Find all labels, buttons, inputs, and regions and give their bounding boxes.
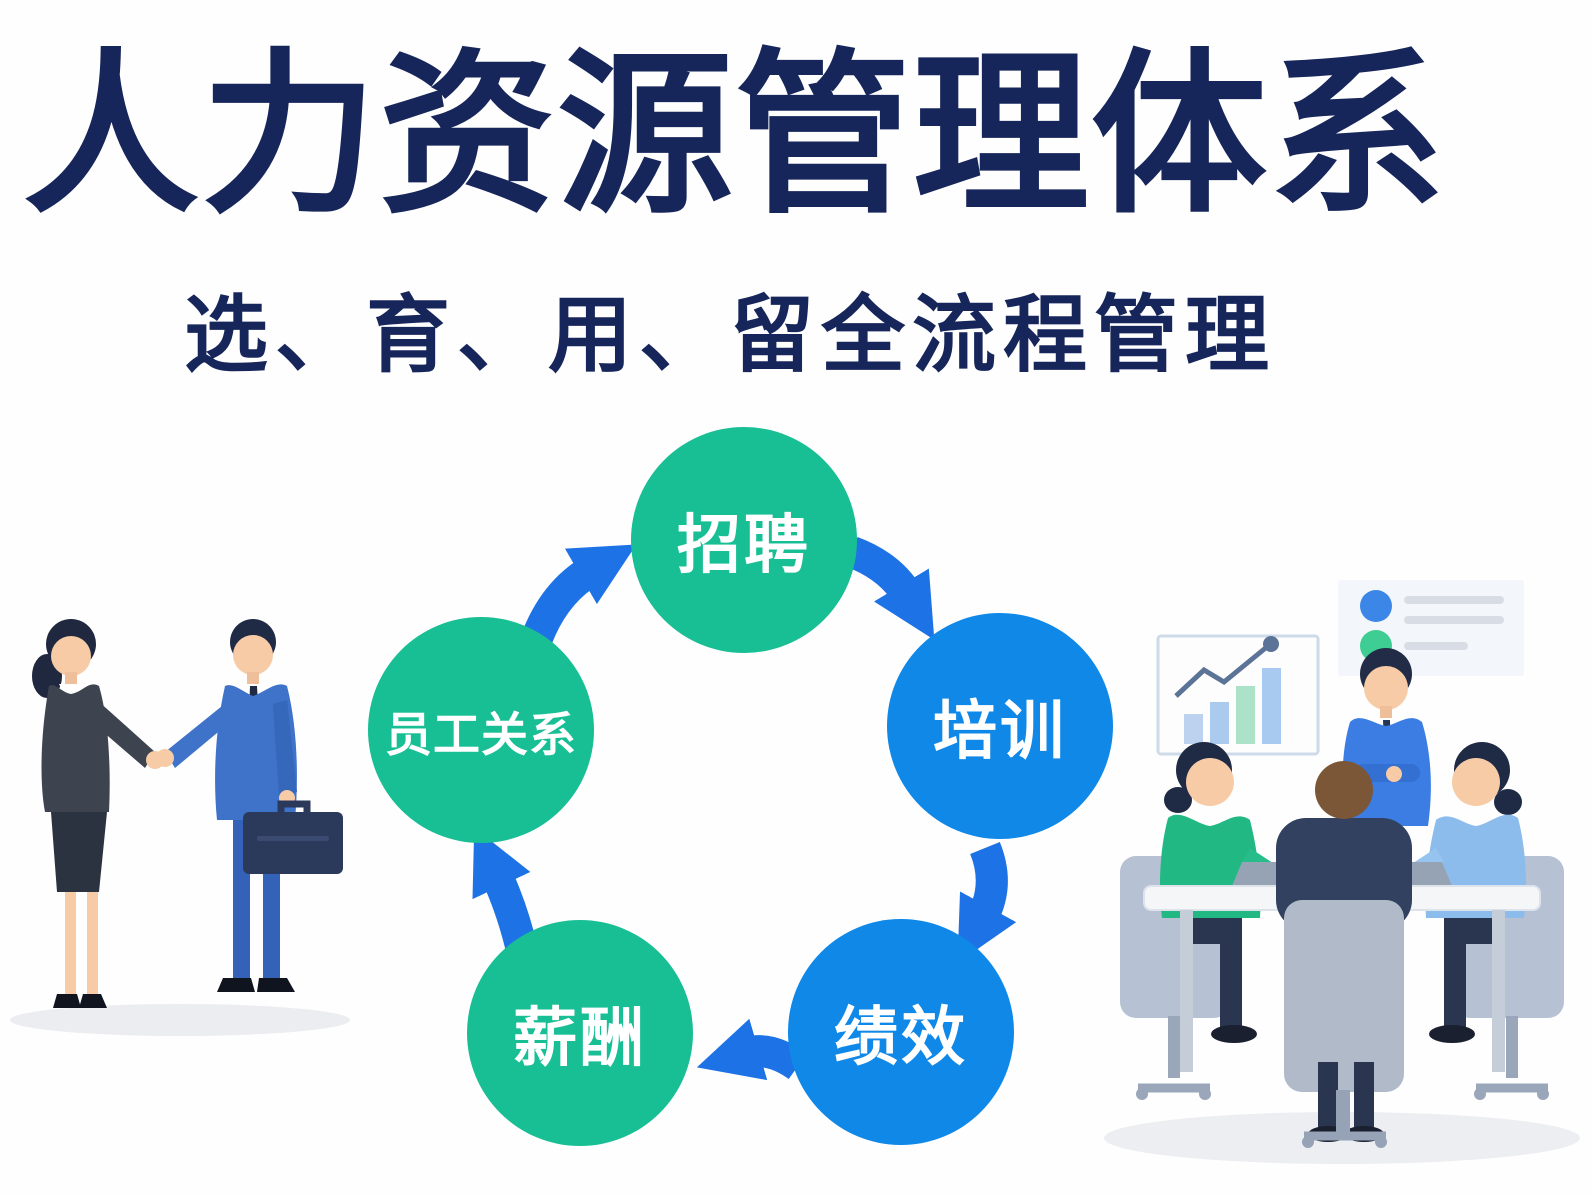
briefcase [243, 800, 343, 874]
cycle-node-label: 招聘 [677, 509, 811, 581]
cycle-node-compensation: 薪酬 [467, 920, 693, 1146]
cycle-node-label: 绩效 [834, 1001, 968, 1073]
arrow-training-to-performance [957, 841, 1017, 963]
cycle-node-performance: 绩效 [788, 919, 1014, 1145]
blue-bullet-dot [1360, 590, 1392, 622]
page-title: 人力资源管理体系 [22, 38, 1447, 234]
businesswoman-figure [32, 619, 164, 1008]
meeting-illustration [1104, 580, 1580, 1164]
cycle-node-training: 培训 [887, 613, 1113, 839]
cycle-node-recruitment: 招聘 [631, 427, 857, 653]
attendee-back [1276, 761, 1412, 1148]
cycle-node-employee-relations: 员工关系 [368, 617, 594, 843]
cycle-node-label: 员工关系 [385, 707, 577, 761]
cycle-node-label: 培训 [933, 695, 1067, 767]
floor-shadow [10, 1004, 350, 1036]
page-subtitle: 选、育、用、留全流程管理 [183, 288, 1276, 382]
wall-chart [1156, 634, 1320, 756]
arrow-recruitment-to-training [846, 536, 935, 640]
cycle-node-label: 薪酬 [513, 1002, 647, 1074]
businessman-figure [156, 619, 343, 992]
handshake-illustration [10, 619, 350, 1036]
